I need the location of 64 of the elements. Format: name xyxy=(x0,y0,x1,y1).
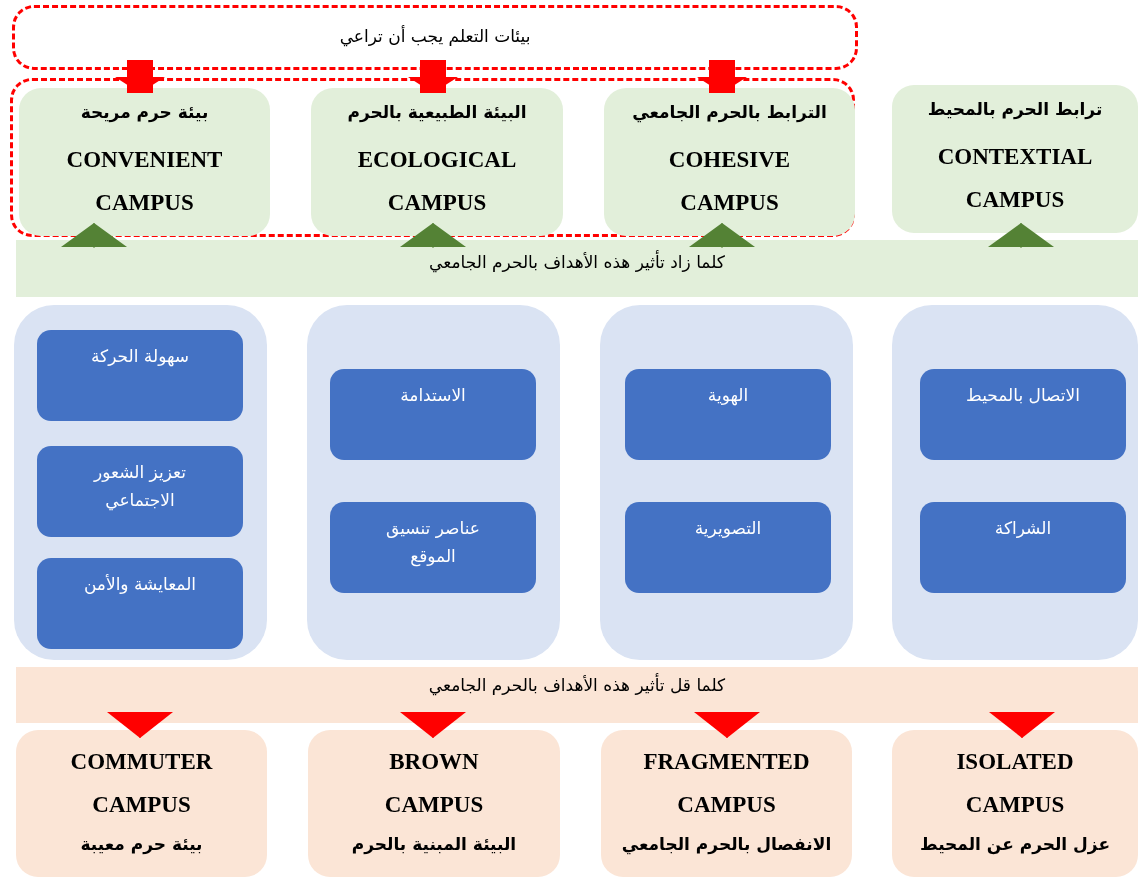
campus-card xyxy=(601,730,852,877)
arrow xyxy=(408,60,458,93)
campus-name: ECOLOGICAL CAMPUS xyxy=(356,146,518,217)
arrow xyxy=(61,222,127,249)
goal-text: سهولة الحركة xyxy=(91,345,189,369)
arrow xyxy=(697,60,747,93)
campus-card xyxy=(311,88,563,236)
column-panel xyxy=(307,305,560,660)
band-text: كلما قل تأثير هذه الأهداف بالحرم الجامعي xyxy=(428,675,726,695)
dashed-outline xyxy=(10,78,855,237)
arabic-heading: بيئة حرم معيبة xyxy=(80,834,203,854)
arrow xyxy=(400,222,466,249)
goal-box xyxy=(37,446,243,537)
arrow xyxy=(988,222,1054,249)
campus-name: FRAGMENTED CAMPUS xyxy=(642,748,811,819)
campus-card xyxy=(308,730,560,877)
campus-name: ISOLATED CAMPUS xyxy=(955,748,1075,819)
arrow xyxy=(400,712,466,739)
goal-box xyxy=(625,369,831,460)
arabic-heading: الترابط بالحرم الجامعي xyxy=(632,102,827,122)
campus-card xyxy=(892,85,1138,233)
arabic-heading: ترابط الحرم بالمحيط xyxy=(927,99,1103,119)
heading: بيئات التعلم يجب أن تراعي xyxy=(339,26,531,46)
campus-name: CONTEXTIAL CAMPUS xyxy=(936,143,1094,214)
goal-text: الاستدامة xyxy=(400,384,466,407)
goal-text: التصويرية xyxy=(694,517,762,540)
band-text: كلما زاد تأثير هذه الأهداف بالحرم الجامعي xyxy=(429,252,725,272)
band xyxy=(16,240,1138,297)
goal-box xyxy=(330,369,536,460)
arabic-heading: الانفصال بالحرم الجامعي xyxy=(621,834,832,854)
campus-name: CONVENIENT CAMPUS xyxy=(65,146,224,217)
arrow xyxy=(107,712,173,739)
dashed-box xyxy=(12,5,858,70)
goal-box xyxy=(37,558,243,649)
column-panel xyxy=(600,305,853,660)
campus-name: BROWN CAMPUS xyxy=(383,748,485,819)
goal-text: عناصر تنسيق الموقع xyxy=(385,517,481,569)
arabic-heading: عزل الحرم عن المحيط xyxy=(919,834,1111,854)
arrow xyxy=(989,712,1055,739)
goal-box xyxy=(330,502,536,593)
campus-name: COMMUTER CAMPUS xyxy=(69,748,214,819)
goal-text: الشراكة xyxy=(994,517,1052,540)
goal-box xyxy=(625,502,831,593)
arrow xyxy=(115,60,165,93)
goal-text: الهوية xyxy=(707,384,749,408)
arabic-heading: بيئة حرم مريحة xyxy=(80,102,209,122)
campus-name: COHESIVE CAMPUS xyxy=(667,146,792,217)
goal-text: الاتصال بالمحيط xyxy=(966,384,1080,407)
column-panel xyxy=(14,305,267,660)
goal-text: تعزيز الشعور الاجتماعي xyxy=(92,461,188,513)
goal-box xyxy=(37,330,243,421)
campus-card xyxy=(604,88,855,236)
arrow xyxy=(689,222,755,249)
column-panel xyxy=(892,305,1138,660)
campus-card xyxy=(16,730,267,877)
campus-card xyxy=(892,730,1138,877)
arabic-heading: البيئة الطبيعية بالحرم xyxy=(347,102,527,122)
campus-card xyxy=(19,88,270,236)
goal-box xyxy=(920,502,1126,593)
goal-box xyxy=(920,369,1126,460)
arrow xyxy=(694,712,760,739)
band xyxy=(16,667,1138,723)
arabic-heading: البيئة المبنية بالحرم xyxy=(351,834,517,854)
goal-text: المعايشة والأمن xyxy=(83,573,197,596)
